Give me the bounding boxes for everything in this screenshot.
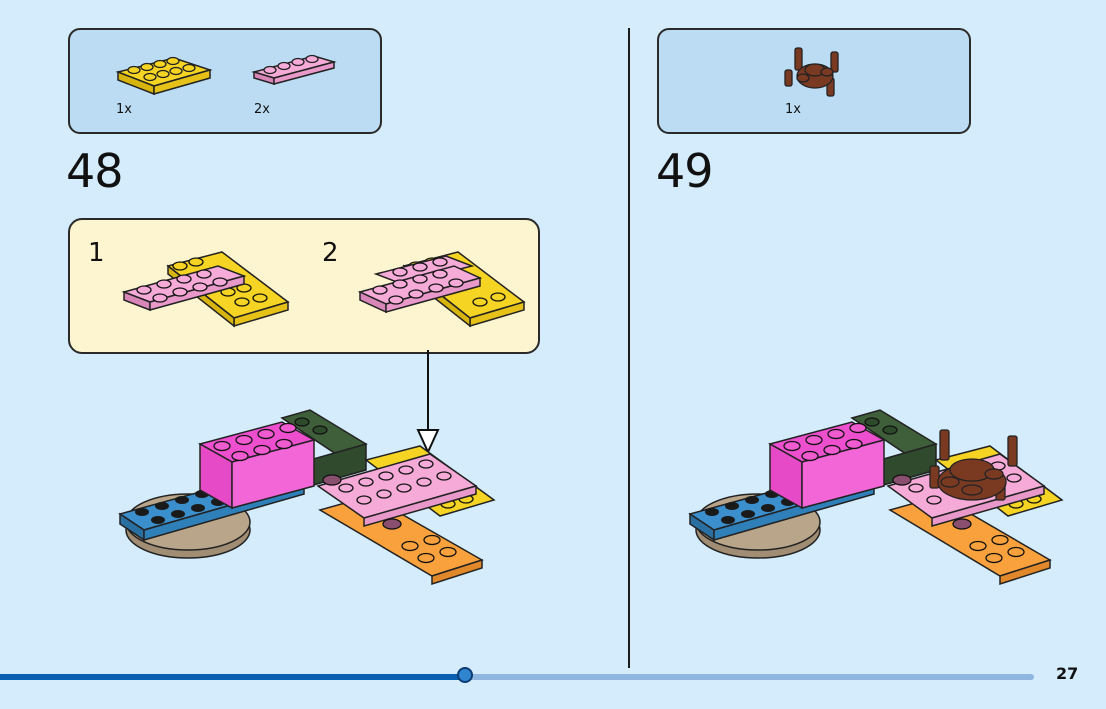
step-number: 49 (656, 144, 713, 198)
substep-number: 2 (322, 238, 339, 268)
parts-box-step-48: 1x 2x (68, 28, 382, 134)
part-quantity: 1x (116, 102, 132, 117)
progress-fill (0, 674, 465, 680)
part-quantity: 2x (254, 102, 270, 117)
part-quantity: 1x (785, 102, 801, 117)
yellow-plate-2x4-icon (114, 42, 214, 104)
page-number: 27 (1056, 664, 1078, 683)
progress-knob (457, 667, 473, 683)
step-number: 48 (66, 144, 123, 198)
pink-plate-1x4-icon (252, 50, 338, 92)
model-step-49-illustration (680, 400, 1080, 600)
substep-1-illustration-icon (120, 236, 295, 336)
brown-crab-piece-icon (781, 42, 851, 102)
subassembly-box: 1 2 (68, 218, 540, 354)
page-divider (628, 28, 630, 668)
model-step-48-illustration (110, 400, 510, 600)
substep-number: 1 (88, 238, 105, 268)
substep-2-illustration-icon (356, 236, 531, 336)
parts-box-step-49: 1x (657, 28, 971, 134)
